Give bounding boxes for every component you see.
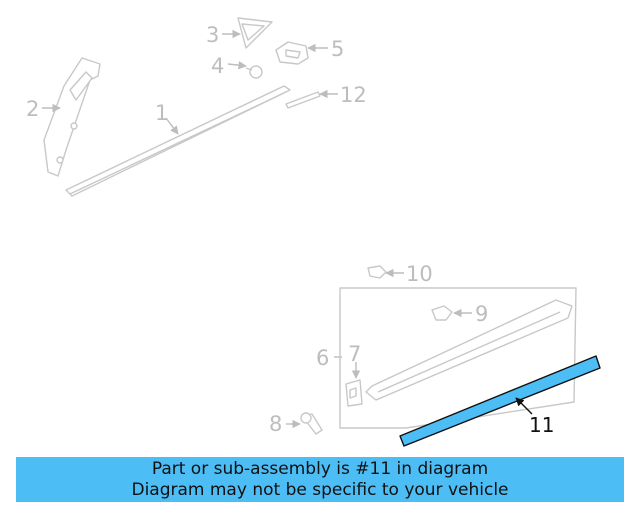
part-5-bracket [275, 41, 309, 65]
callout-8: 8 [269, 412, 282, 436]
leader-lines [42, 29, 533, 429]
info-banner: Part or sub-assembly is #11 in diagram D… [16, 457, 624, 502]
banner-line-disclaimer: Diagram may not be specific to your vehi… [131, 480, 509, 500]
callout-1: 1 [155, 101, 168, 125]
door-molding [365, 299, 573, 401]
callout-2: 2 [26, 97, 39, 121]
part-2-pillar-trim [43, 57, 101, 177]
part-8-screw [300, 412, 323, 435]
callout-10: 10 [406, 262, 433, 286]
part-1-belt-molding [65, 85, 291, 197]
part-3-triangle-trim [237, 17, 273, 49]
callout-9: 9 [475, 302, 488, 326]
callout-4: 4 [211, 54, 224, 78]
part-9-fastener [431, 305, 453, 321]
callout-11: 11 [529, 413, 554, 437]
callout-7: 7 [348, 342, 361, 366]
callout-5: 5 [331, 37, 344, 61]
part-11-molding-highlighted [399, 355, 601, 447]
part-4-screw [245, 65, 263, 79]
callout-12: 12 [340, 83, 367, 107]
part-12-strip [285, 91, 321, 109]
banner-line-part-number: Part or sub-assembly is #11 in diagram [151, 459, 489, 479]
callout-3: 3 [206, 23, 219, 47]
part-7-clip [345, 379, 363, 407]
part-10-pin [367, 265, 387, 279]
callout-6: 6 [316, 346, 329, 370]
